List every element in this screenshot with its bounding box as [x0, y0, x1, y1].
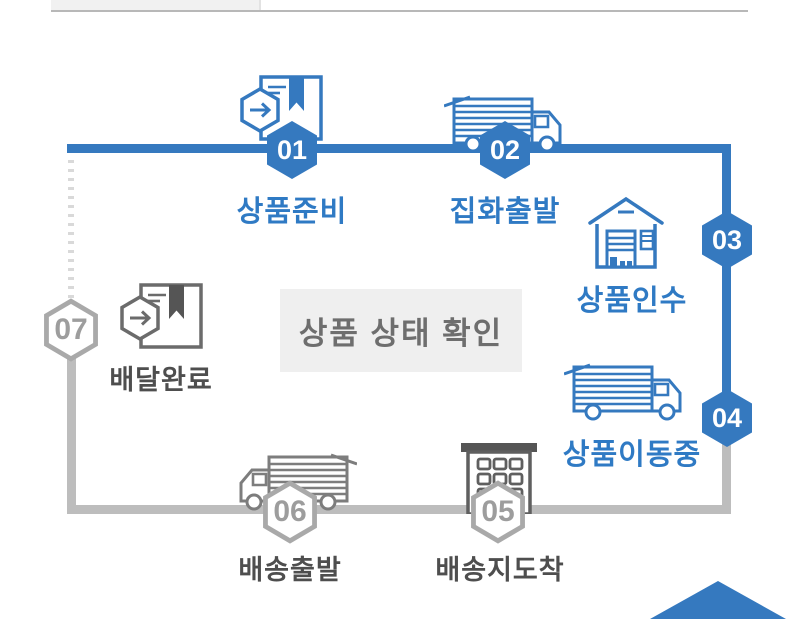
step-badge-01: 01: [266, 120, 318, 180]
step-badge-05: 05: [470, 480, 526, 544]
track-top-blue-line: [67, 144, 731, 153]
tab-bar-underline: [51, 10, 748, 12]
hexagon-icon: [702, 389, 752, 447]
track-right-blue-line: [722, 144, 731, 418]
truck-icon: [564, 363, 682, 421]
status-check-banner: 상품 상태 확인: [280, 289, 522, 372]
step-number: 04: [711, 402, 743, 433]
step-number: 03: [711, 224, 743, 255]
hexagon-icon: [702, 211, 752, 269]
track-left-dotted-line: [68, 160, 74, 298]
step-label-01: 상품준비: [236, 196, 348, 228]
hexagon-icon: [263, 480, 317, 544]
step-label-04: 상품이동중: [562, 439, 702, 471]
step-label-07: 배달완료: [109, 365, 213, 395]
step-number: 01: [276, 134, 308, 165]
step-number: 07: [54, 313, 88, 346]
hexagon-icon: [471, 480, 525, 544]
track-left-gray-line: [67, 330, 76, 514]
step-number: 02: [489, 134, 521, 165]
track-bottom-gray-line: [67, 505, 731, 514]
hexagon-icon: [44, 298, 98, 362]
step-number: 06: [273, 495, 307, 528]
step-label-03: 상품인수: [576, 285, 688, 317]
step-badge-07: 07: [43, 298, 99, 362]
warehouse-icon: [588, 196, 664, 269]
step-label-06: 배송출발: [238, 555, 342, 585]
step-badge-02: 02: [479, 120, 531, 180]
status-check-banner-label: 상품 상태 확인: [298, 316, 504, 351]
triangle-up-icon: [650, 581, 786, 619]
step-badge-04: 04: [701, 388, 753, 448]
hexagon-icon: [267, 121, 317, 179]
step-number: 05: [481, 495, 515, 528]
hexagon-icon: [480, 121, 530, 179]
step-badge-06: 06: [262, 480, 318, 544]
step-label-05: 배송지도착: [435, 555, 565, 585]
tab-bar-remnant[interactable]: [51, 0, 260, 10]
track-right-gray-line: [722, 418, 731, 514]
package-dispatch-icon: [120, 283, 203, 349]
tab-divider: [259, 0, 261, 10]
step-badge-03: 03: [701, 210, 753, 270]
step-label-02: 집화출발: [449, 196, 561, 228]
